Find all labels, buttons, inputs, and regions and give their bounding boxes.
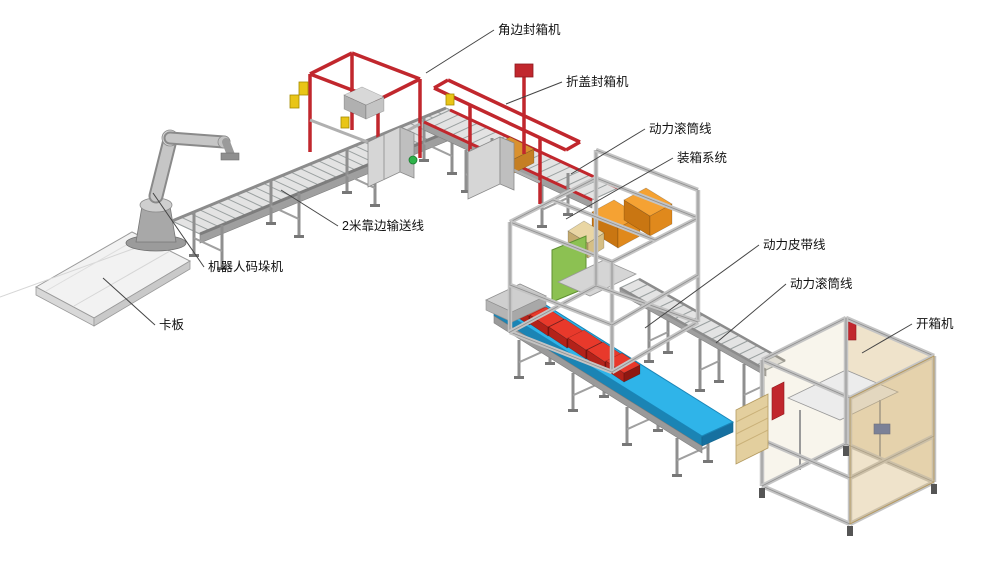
- flap-sealer-machine: [433, 63, 581, 204]
- leader-line: [425, 29, 495, 74]
- case-packing-system-machine: [507, 147, 701, 375]
- carton-erector-machine: [735, 315, 937, 536]
- pallet: [0, 231, 192, 327]
- leader-line: [102, 277, 156, 326]
- label-case-packing-system: 装箱系统: [677, 150, 727, 165]
- label-corner-sealer: 角边封箱机: [498, 22, 561, 37]
- robot-upper-arm: [165, 133, 229, 147]
- label-carton-erector: 开箱机: [916, 316, 954, 331]
- label-power-roller-line-2: 动力滚筒线: [790, 276, 853, 291]
- leader-line: [570, 128, 646, 175]
- erector-red-clamp: [847, 321, 857, 341]
- label-robot-palletizer: 机器人码垛机: [208, 259, 284, 274]
- yellow-tape-roll: [298, 81, 309, 96]
- label-pallet: 卡板: [159, 318, 185, 332]
- erector-casters: [759, 446, 937, 536]
- label-edge-conveyor: 2米靠边输送线: [342, 218, 424, 233]
- edge-conveyor-legs: [189, 117, 457, 270]
- packer-aluminum-frame: [507, 147, 701, 375]
- erector-red-unit: [771, 381, 785, 421]
- leader-lines: [102, 29, 913, 354]
- annotations: 角边封箱机 折盖封箱机 动力滚筒线 装箱系统 动力皮带线 动力滚筒线 开箱机 2…: [159, 22, 954, 332]
- label-flap-sealer: 折盖封箱机: [566, 74, 629, 89]
- leader-line: [715, 283, 787, 344]
- erector-blue-motor: [873, 423, 891, 435]
- robot-palletizer-machine: [125, 129, 240, 252]
- yellow-tape-roll: [340, 116, 350, 129]
- yellow-tape-roll: [445, 93, 455, 106]
- robot-lower-arm: [150, 134, 176, 202]
- label-power-roller-line-1: 动力滚筒线: [649, 121, 712, 136]
- leader-line: [644, 244, 760, 329]
- leader-line: [152, 192, 205, 268]
- power-roller-line-2-machine: [619, 277, 786, 417]
- robot-gripper: [220, 152, 240, 161]
- corner-sealer-machine: [289, 51, 422, 188]
- green-indicator: [408, 155, 418, 165]
- label-power-belt-line: 动力皮带线: [763, 238, 826, 252]
- leader-line: [861, 323, 913, 354]
- leader-line: [280, 189, 339, 227]
- yellow-tape-roll: [289, 94, 300, 109]
- leader-line: [505, 81, 563, 105]
- erector-front-panel: [849, 355, 935, 525]
- leader-line: [565, 157, 674, 220]
- sealer-head-unit: [343, 86, 385, 120]
- sealer-top-unit: [514, 63, 534, 78]
